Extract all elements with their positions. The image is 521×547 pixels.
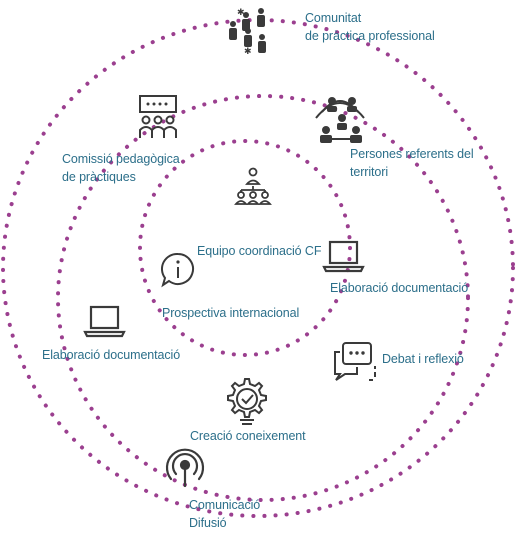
lightbulb-gear-icon — [227, 378, 267, 425]
chat-bubbles-icon — [334, 342, 376, 381]
laptop-icon — [83, 305, 126, 338]
referents-label-line1: Persones referents del — [350, 147, 474, 161]
local-network-icon — [315, 97, 365, 143]
outer-ring-title-line2: de pràctica professional — [305, 29, 435, 43]
debate-label: Debat i reflexió — [382, 352, 464, 366]
communication-label-line1: Comunicació — [189, 498, 261, 512]
knowledge-label: Creació coneixement — [190, 429, 306, 443]
svg-text:✱: ✱ — [237, 8, 245, 18]
committee-label-line1: Comissió pedagògica — [62, 152, 180, 166]
middle-ring — [56, 94, 470, 502]
laptop-icon — [322, 240, 365, 273]
team-hierarchy-icon — [234, 167, 272, 205]
referents-label-line2: territori — [350, 165, 388, 179]
prospective-label: Prospectiva internacional — [162, 306, 300, 320]
documentation-inner-label: Elaboració documentació — [330, 281, 469, 295]
broadcast-antenna-icon — [165, 448, 205, 488]
svg-text:✱: ✱ — [244, 47, 252, 57]
community-icon: ✱ ✱ — [229, 8, 266, 57]
committee-label-line2: de pràctiques — [62, 170, 136, 184]
outer-ring-title-line1: Comunitat — [305, 11, 362, 25]
outer-ring — [1, 18, 515, 518]
inner-ring — [138, 139, 352, 357]
documentation-middle-label: Elaboració documentació — [42, 348, 181, 362]
committee-meeting-icon — [139, 95, 177, 138]
communication-label-line2: Difusió — [189, 516, 227, 530]
info-bubble-icon — [160, 252, 194, 288]
coordination-team-label: Equipo coordinació CF — [197, 244, 322, 258]
